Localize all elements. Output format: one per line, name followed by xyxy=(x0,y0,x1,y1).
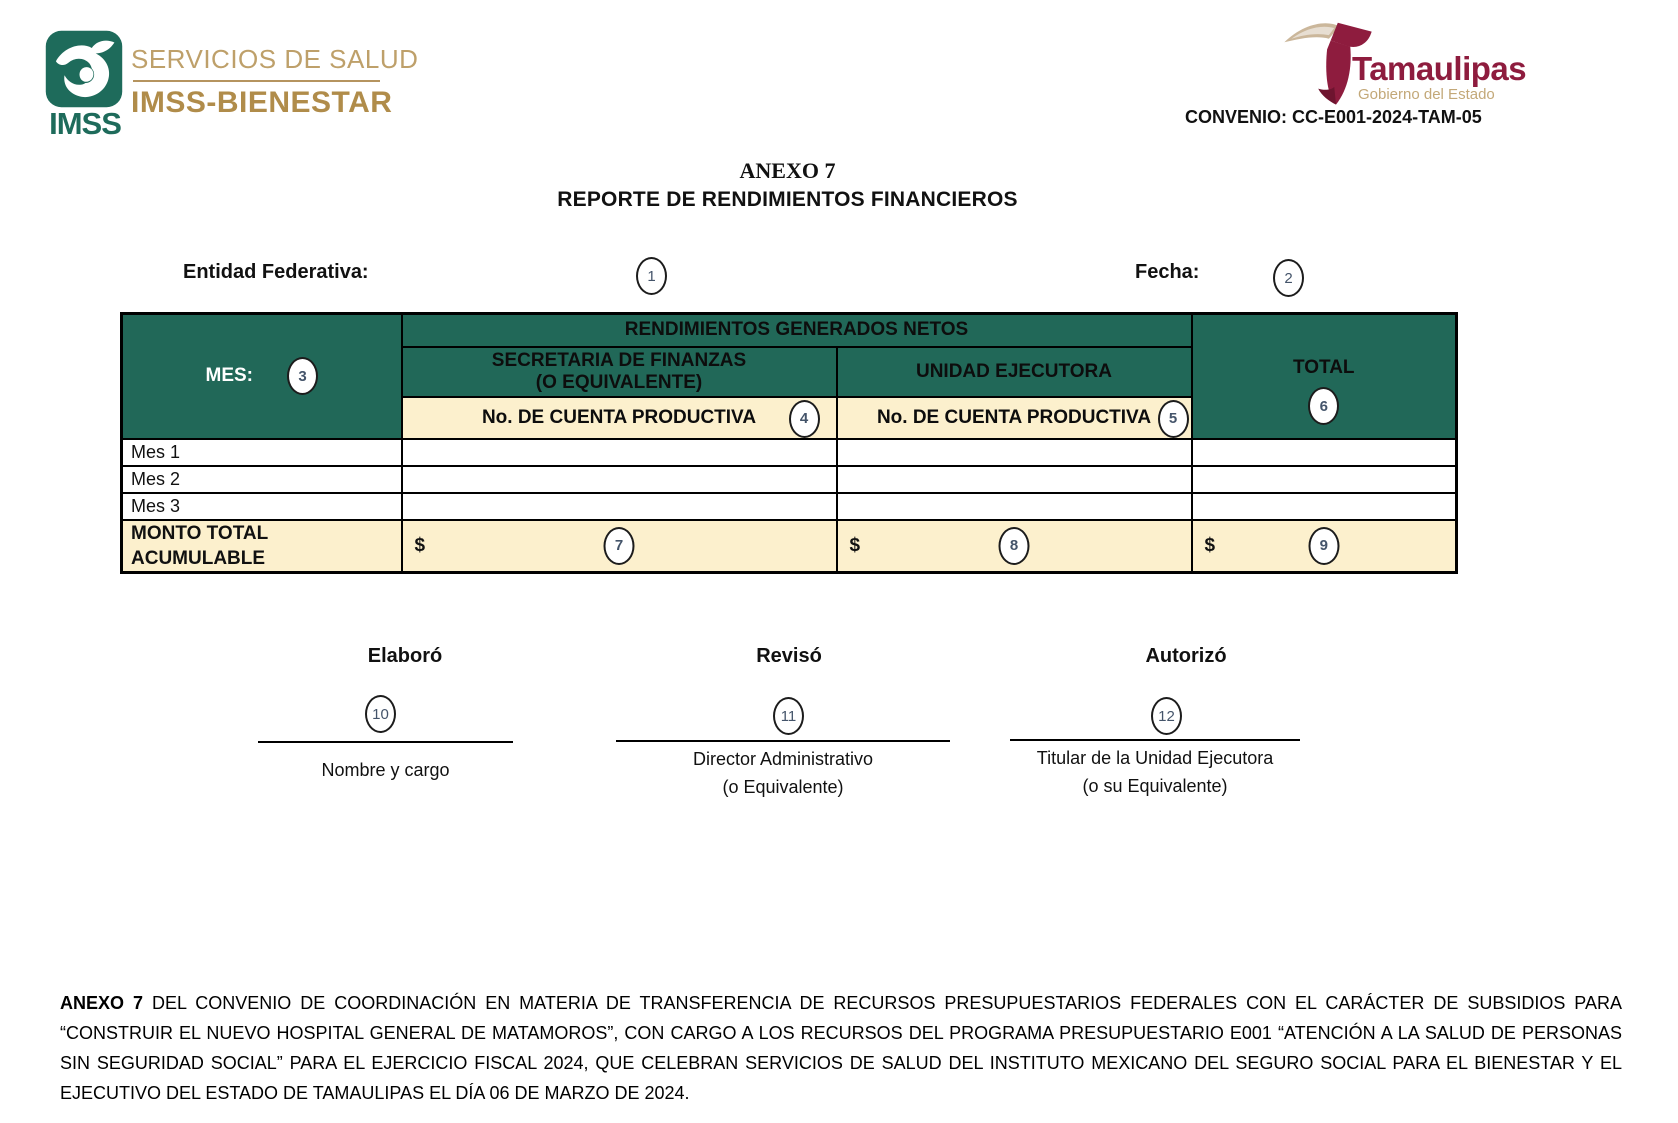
anexo-title: ANEXO 7 xyxy=(739,158,836,183)
cuenta-productiva-unidad-header: No. DE CUENTA PRODUCTIVA 5 xyxy=(835,395,1193,440)
report-title: REPORTE DE RENDIMIENTOS FINANCIEROS xyxy=(557,188,1018,211)
marker-2-fecha-field[interactable]: 2 xyxy=(1273,259,1304,297)
autorizo-caption: Titular de la Unidad Ejecutora (o su Equ… xyxy=(1036,748,1274,796)
footer-anexo-bold: ANEXO 7 xyxy=(60,993,143,1013)
reviso-signature-line[interactable] xyxy=(616,740,950,742)
imss-bienestar-logo: IMSS SERVICIOS DE SALUD IMSS-BIENESTAR xyxy=(45,30,418,141)
rendimientos-table: MES: 3 RENDIMIENTOS GENERADOS NETOS TOTA… xyxy=(120,312,1458,574)
row-label-mes-1: Mes 1 xyxy=(120,437,403,467)
imss-wordmark: IMSS xyxy=(49,106,122,141)
cuenta-productiva-label: No. DE CUENTA PRODUCTIVA xyxy=(481,406,757,428)
secretaria-finanzas-header: SECRETARIA DE FINANZAS (O EQUIVALENTE) xyxy=(400,345,838,398)
cell-mes1-total[interactable] xyxy=(1190,437,1458,467)
cuenta-productiva-secretaria-header: No. DE CUENTA PRODUCTIVA 4 xyxy=(400,395,838,440)
cell-mes1-unidad[interactable] xyxy=(835,437,1193,467)
cell-mes2-total[interactable] xyxy=(1190,464,1458,494)
cell-monto-total[interactable]: $ 9 xyxy=(1190,518,1458,573)
footer-legal-paragraph: ANEXO 7 DEL CONVENIO DE COORDINACIÓN EN … xyxy=(60,988,1622,1108)
cell-monto-secretaria[interactable]: $ 7 xyxy=(400,518,838,573)
marker-8-monto-unidad: 8 xyxy=(998,526,1030,565)
entidad-federativa-label: Entidad Federativa: xyxy=(183,261,369,283)
row-label-mes-3: Mes 3 xyxy=(120,491,403,521)
marker-1-entidad-field[interactable]: 1 xyxy=(636,257,667,295)
cell-mes3-total[interactable] xyxy=(1190,491,1458,521)
marker-9-monto-total: 9 xyxy=(1308,526,1340,565)
cell-mes2-secretaria[interactable] xyxy=(400,464,838,494)
gold-divider xyxy=(133,80,380,82)
reviso-title: Revisó xyxy=(756,645,822,667)
reviso-caption: Director Administrativo (o Equivalente) xyxy=(692,749,874,797)
cuenta-productiva-label: No. DE CUENTA PRODUCTIVA xyxy=(876,406,1152,428)
tamaulipas-name: Tamaulipas xyxy=(1352,50,1527,87)
cell-mes3-unidad[interactable] xyxy=(835,491,1193,521)
unidad-ejecutora-header: UNIDAD EJECUTORA xyxy=(835,345,1193,398)
marker-6-total: 6 xyxy=(1308,387,1340,426)
imss-eagle-icon xyxy=(45,30,123,108)
total-header-label: TOTAL xyxy=(1292,357,1355,379)
cell-mes3-secretaria[interactable] xyxy=(400,491,838,521)
elaboro-signature-line[interactable] xyxy=(258,741,513,743)
marker-12-autorizo: 12 xyxy=(1151,697,1182,735)
title-block: ANEXO 7 REPORTE DE RENDIMIENTOS FINANCIE… xyxy=(285,158,1290,212)
currency-sign: $ xyxy=(414,534,426,556)
marker-7-monto-secretaria: 7 xyxy=(603,526,635,565)
cell-monto-unidad[interactable]: $ 8 xyxy=(835,518,1193,573)
monto-total-acumulable-label: MONTO TOTAL ACUMULABLE xyxy=(120,518,403,573)
autorizo-title: Autorizó xyxy=(1145,645,1227,667)
marker-3-mes: 3 xyxy=(287,357,318,396)
tamaulipas-logo-icon xyxy=(1284,22,1372,105)
marker-11-reviso: 11 xyxy=(773,697,804,735)
elaboro-caption: Nombre y cargo xyxy=(321,760,450,780)
convenio-number: CONVENIO: CC-E001-2024-TAM-05 xyxy=(1185,107,1482,127)
currency-sign: $ xyxy=(849,534,861,556)
rendimientos-group-header: RENDIMIENTOS GENERADOS NETOS xyxy=(400,312,1193,348)
fecha-label: Fecha: xyxy=(1135,261,1200,283)
row-label-mes-2: Mes 2 xyxy=(120,464,403,494)
cell-mes1-secretaria[interactable] xyxy=(400,437,838,467)
marker-4-cuenta-secretaria: 4 xyxy=(788,399,820,438)
mes-header-label: MES: xyxy=(205,365,254,387)
cell-mes2-unidad[interactable] xyxy=(835,464,1193,494)
currency-sign: $ xyxy=(1204,534,1216,556)
marker-10-elaboro: 10 xyxy=(365,695,396,733)
marker-5-cuenta-unidad: 5 xyxy=(1157,399,1189,438)
autorizo-signature-line[interactable] xyxy=(1010,739,1300,741)
total-header-cell: TOTAL 6 xyxy=(1190,312,1458,440)
mes-header-cell: MES: 3 xyxy=(120,312,403,440)
footer-legal-text: DEL CONVENIO DE COORDINACIÓN EN MATERIA … xyxy=(60,993,1622,1103)
elaboro-title: Elaboró xyxy=(367,645,443,667)
imss-bienestar-text: IMSS-BIENESTAR xyxy=(131,86,393,119)
tamaulipas-subtitle: Gobierno del Estado xyxy=(1358,86,1495,103)
servicios-de-salud-text: SERVICIOS DE SALUD xyxy=(131,44,419,74)
